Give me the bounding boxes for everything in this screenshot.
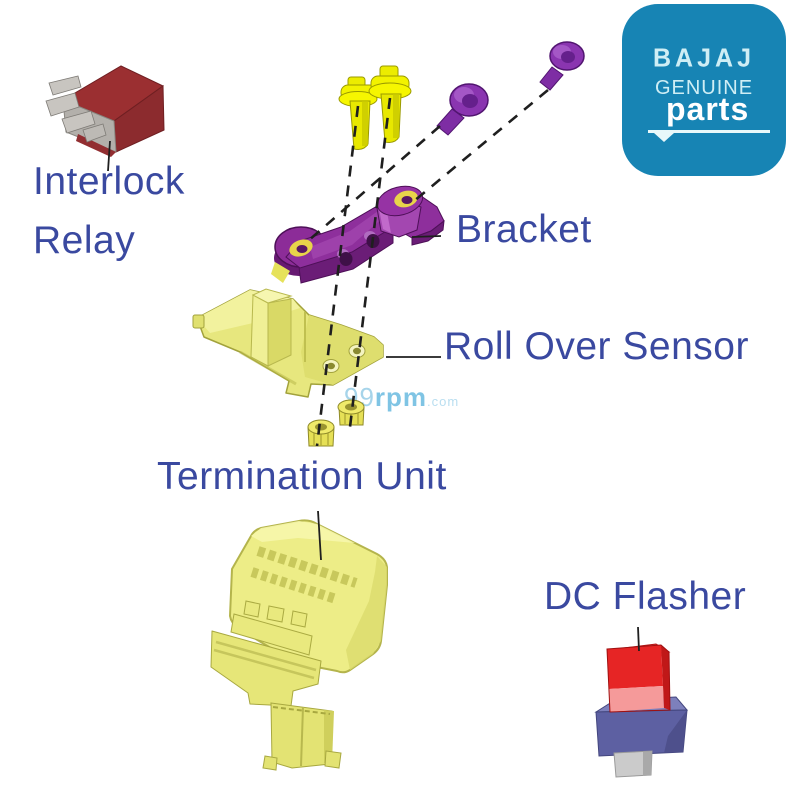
sensor-tower-front	[250, 294, 269, 367]
stem-foot	[262, 755, 278, 771]
label-bracket: Bracket	[456, 208, 592, 251]
bajaj-genuine-parts-logo: BAJAJ GENUINE parts	[622, 4, 786, 176]
termination-comb-tooth	[266, 605, 285, 623]
nut-bore	[315, 423, 327, 431]
termination-side-shade	[346, 556, 387, 670]
nut-bore	[345, 403, 357, 411]
watermark-dotcom-icon: .com	[427, 394, 460, 409]
label-leader-lines	[107, 140, 640, 652]
stem-foot	[324, 750, 342, 769]
termination-unit-graphic	[210, 519, 388, 771]
bracket-yellow-wedge	[271, 262, 290, 283]
flasher-red-front	[607, 645, 663, 689]
label-interlock-relay-line2: Relay	[33, 219, 136, 262]
roll-over-sensor-graphic	[192, 288, 384, 398]
grommet-socket	[462, 94, 478, 108]
relay-pin-icon	[82, 123, 107, 143]
dashed-line-grommet2	[413, 88, 549, 203]
sensor-flange	[301, 315, 383, 385]
label-termination-unit: Termination Unit	[157, 455, 447, 498]
alignment-dashed-lines	[307, 88, 549, 447]
screw-shaft-shade	[362, 101, 368, 146]
embossed-marking-row	[256, 546, 358, 588]
watermark-99rpm: 99rpm.com	[344, 382, 459, 413]
grommet-neck	[539, 66, 564, 91]
connector-groove	[215, 640, 317, 672]
bracket-hole-center	[401, 196, 413, 204]
stem-split-line	[300, 706, 304, 767]
bajaj-brand-text: BAJAJ	[653, 43, 755, 73]
flasher-pink-band	[609, 686, 664, 712]
sensor-hole	[327, 362, 335, 370]
bracket-bar-hole	[339, 252, 353, 266]
logo-underline	[648, 130, 770, 133]
label-roll-over-sensor: Roll Over Sensor	[444, 325, 749, 368]
leader-termination-unit	[317, 510, 322, 561]
dashed-line-grommet1	[307, 125, 441, 242]
screw-shaft-shade	[393, 94, 399, 138]
sensor-tower-side	[267, 298, 292, 367]
termination-comb-tooth	[290, 610, 308, 628]
flasher-red-outline	[606, 644, 671, 713]
sensor-tab	[192, 314, 205, 329]
sensor-tower-top	[251, 288, 293, 304]
watermark-rpm: rpm	[374, 382, 428, 412]
bracket-wing-front	[411, 219, 445, 246]
chevron-down-icon	[654, 133, 674, 142]
genuine-text: GENUINE	[654, 77, 754, 99]
sensor-bottom-edge	[239, 350, 297, 386]
sensor-hole	[353, 347, 361, 355]
dashed-line-screw1	[315, 105, 360, 447]
flasher-base-bevel	[664, 710, 687, 753]
parts-text: parts	[666, 91, 750, 127]
relay-pin-icon	[48, 75, 82, 96]
label-interlock-relay-line1: Interlock	[33, 160, 185, 203]
flasher-red-side	[661, 645, 670, 710]
termination-comb-tooth	[243, 600, 261, 618]
relay-pin-icon	[61, 110, 96, 134]
embossed-marking-row	[250, 567, 338, 604]
dashed-line-screw2	[348, 97, 392, 428]
leader-dc-flasher	[637, 626, 640, 652]
flasher-stem-shade	[643, 751, 652, 776]
grommet-graphic-2	[539, 41, 585, 91]
grommet-socket	[561, 51, 575, 63]
bracket-boss-highlight	[379, 207, 391, 233]
connector-groove	[213, 648, 315, 680]
dc-flasher-graphic	[594, 643, 689, 778]
label-dc-flasher: DC Flasher	[544, 575, 747, 618]
leader-interlock-relay	[107, 140, 111, 172]
bracket-hole-center	[296, 245, 308, 253]
stem-shade	[324, 710, 334, 763]
interlock-relay-graphic	[45, 65, 165, 157]
grommet-graphic-1	[436, 83, 489, 136]
bracket-sheen	[310, 211, 385, 259]
nut-graphic-2	[337, 399, 365, 426]
stem-joint-dashes	[272, 706, 331, 715]
relay-pin-icon	[45, 92, 80, 117]
nut-graphic-1	[307, 419, 335, 447]
grommet-neck	[436, 108, 465, 136]
termination-comb-bar	[230, 613, 313, 656]
screw-graphic-2	[368, 65, 412, 143]
leader-bracket	[411, 235, 442, 238]
termination-top-sheen	[251, 521, 355, 543]
